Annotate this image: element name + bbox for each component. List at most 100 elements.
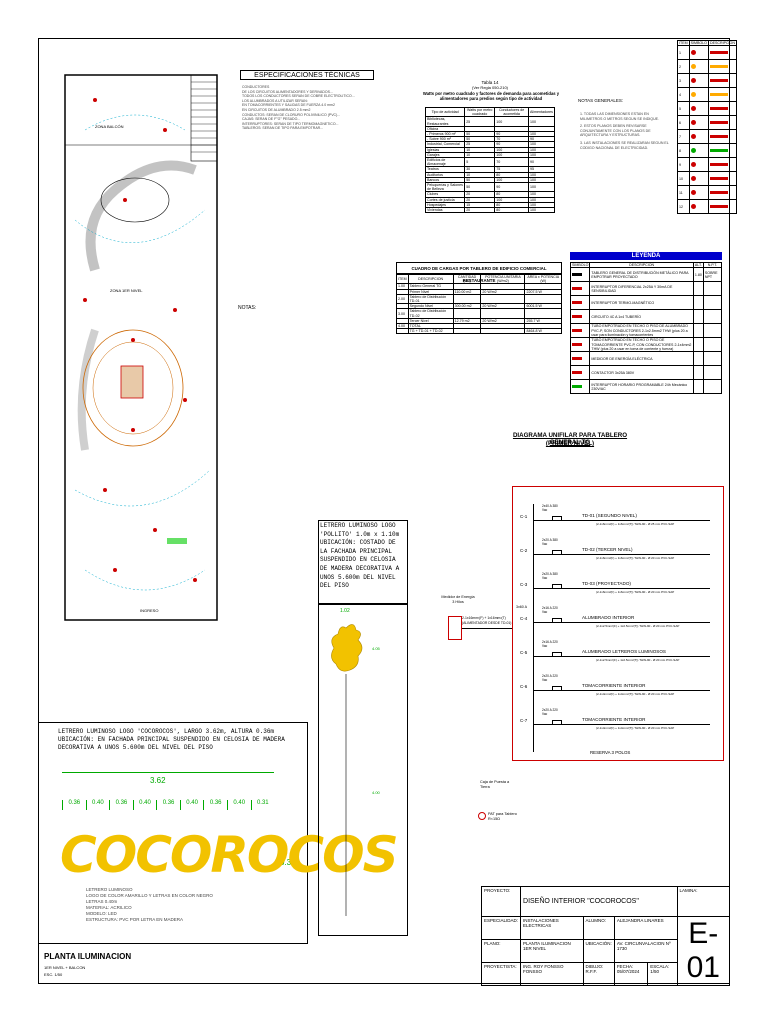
symbol-icon	[690, 147, 696, 153]
banner-dim-height: 0.36	[280, 858, 296, 867]
symbol-item-number: 8	[677, 143, 690, 159]
medidor-symbol	[448, 616, 462, 640]
table-cell: TG + TD-01 + TD-02	[407, 328, 454, 335]
legend-description: INTERRUPTOR TERMO-MAGNÉTICO	[589, 295, 694, 311]
banner-dim: 0.40	[179, 800, 204, 810]
symbol-cell	[688, 171, 709, 187]
zone-label-primer-nivel: ZONA 1ER NIVEL	[110, 288, 143, 293]
legend-npt	[702, 351, 723, 367]
table-row: 5	[677, 101, 737, 117]
legend-symbol-icon	[572, 384, 582, 388]
tabla14-header: Watts por metro cuadrado	[464, 106, 496, 118]
table-row: 3	[677, 73, 737, 89]
unifilar-subtitle: (PRIMER NIVEL)	[545, 440, 595, 447]
legend-description: INTERRUPTOR DIFERENCIAL 2x25A Y 30mA DE …	[589, 281, 694, 297]
cuadro-title: CUADRO DE CARGAS POR TABLERO DE EDIFICIO…	[396, 262, 562, 283]
rooster-note-box	[318, 520, 408, 604]
table-cell: Tablero General TG	[407, 283, 454, 290]
banner-legend-item: LOGO DE COLOR AMARILLO Y LETRAS EN COLOR…	[86, 893, 213, 898]
tabla14-subtitle: (Ver Regla 050-210)	[471, 85, 509, 90]
proyectista-value: ING. ROY FONSSO FONSSO	[523, 964, 564, 974]
legend-npt	[702, 323, 723, 339]
table-row: TABLERO GENERAL DE DISTRIBUCIÓN METÁLICO…	[569, 267, 723, 283]
symbol-desc-cell	[707, 129, 737, 145]
note-item: 1. TODAS LAS DIMENSIONES ESTAN EN MILIME…	[580, 112, 660, 121]
circuit-cable: (2-1x6mm²(F) + 1x6mm²(T)) THW-90 - Ø 20 …	[596, 590, 675, 594]
banner-legend-item: MATERIAL: ACRILICO	[86, 905, 132, 910]
circuit-line	[534, 656, 710, 657]
symbol-cell	[688, 185, 709, 201]
symbol-desc-mark	[709, 204, 728, 208]
table-row: TG + TD-01 + TD-02 8464.8 W	[396, 328, 562, 335]
table-row: 9	[677, 157, 737, 173]
dibujo-value: R.F.F.	[585, 969, 598, 974]
tabla14-header: Conductores de acometida	[494, 106, 529, 118]
table-cell: 8464.8 W	[524, 328, 562, 335]
legend-alt	[692, 365, 704, 381]
table-cell: 80	[494, 207, 529, 214]
table-cell: 90	[527, 157, 556, 168]
breaker-icon	[552, 686, 562, 691]
legend-npt	[702, 365, 723, 381]
circuit-name: TD-03 (PROYECTADO)	[582, 581, 631, 586]
cuadro-header: CANTIDAD (m2)	[452, 273, 482, 285]
circuit-id: C-1	[520, 514, 528, 519]
circuit-breaker: 2x16 A 220 Vac	[542, 640, 558, 648]
legend-npt	[702, 295, 723, 311]
tabla14-caption: Watts por metro cuadrado y factores de d…	[422, 91, 560, 101]
legend-alt	[692, 337, 704, 353]
legend-header: N.P.T.	[702, 261, 723, 269]
circuit-cable: (2-1x6mm²(F) + 1x6mm²(T)) THW-90 - Ø 25 …	[596, 522, 675, 526]
notas-label: NOTAS:	[238, 305, 257, 311]
table-cell: Bibliotecas, Restaurantes	[424, 116, 466, 127]
circuit-id: C-3	[520, 582, 528, 587]
banner-dim: 0.36	[156, 800, 180, 810]
rooster-drawing-box	[318, 604, 408, 936]
legend-npt	[702, 379, 723, 395]
legend-symbol-icon	[572, 342, 582, 346]
circuit-breaker: 2x20 A 380 Vac	[542, 538, 558, 546]
symbol-cell	[688, 199, 709, 215]
zone-label-balcon: ZONA BALCÓN	[95, 124, 124, 129]
fecha-label: FECHA:	[616, 964, 634, 969]
banner-legend-item: ESTRUCTURA: PVC POR LETRA EN MADERA	[86, 917, 184, 922]
breaker-icon	[552, 720, 562, 725]
symbol-item-number: 10	[677, 171, 690, 187]
tg-busbar	[533, 504, 534, 752]
sheet-code: E-01	[686, 917, 720, 984]
legend-symbol-cell	[569, 351, 591, 367]
table-cell: Segundo Nivel	[407, 303, 454, 310]
legend-npt	[702, 309, 723, 325]
ingreso-label: INGRESO	[140, 608, 158, 613]
rooster-note-text: LETRERO LUMINOSO LOGO 'POLLITO' 1.0m x 1…	[320, 522, 403, 590]
symbol-icon	[690, 161, 696, 167]
table-cell: 70	[494, 157, 529, 168]
symbol-item-number: 3	[677, 73, 690, 89]
symbol-icon	[690, 105, 696, 111]
symbol-desc-cell	[707, 157, 737, 173]
symbol-item-number: 12	[677, 199, 690, 215]
legend-description: INTERRUPTOR HORARIO PROGRAMABLE 24h Mecá…	[589, 379, 694, 395]
symbol-desc-mark	[709, 162, 728, 166]
table-row: 1	[677, 45, 737, 61]
legend-symbol-cell	[569, 281, 591, 297]
banner-dim: 0.40	[226, 800, 251, 810]
circuit-name: TOMACORRIENTE INTERIOR	[582, 717, 646, 722]
circuit-line	[534, 588, 710, 589]
banner-dim-total: 3.62	[150, 776, 166, 785]
table-cell: 100	[527, 207, 556, 214]
legend-description: TUBO EMPOTRADO EN TECHO O PISO DE TOMACO…	[589, 337, 694, 353]
symbol-item-number: 4	[677, 87, 690, 103]
symbol-icon	[690, 63, 696, 69]
breaker-icon	[552, 652, 562, 657]
table-cell	[480, 308, 526, 319]
circuit-cable: (2-1x2.5mm²(F) + 1x2.5mm²(T)) THW-90 - Ø…	[596, 658, 680, 662]
banner-dim-line-total	[62, 772, 274, 773]
fecha-value: 05/07/2024	[616, 969, 640, 974]
